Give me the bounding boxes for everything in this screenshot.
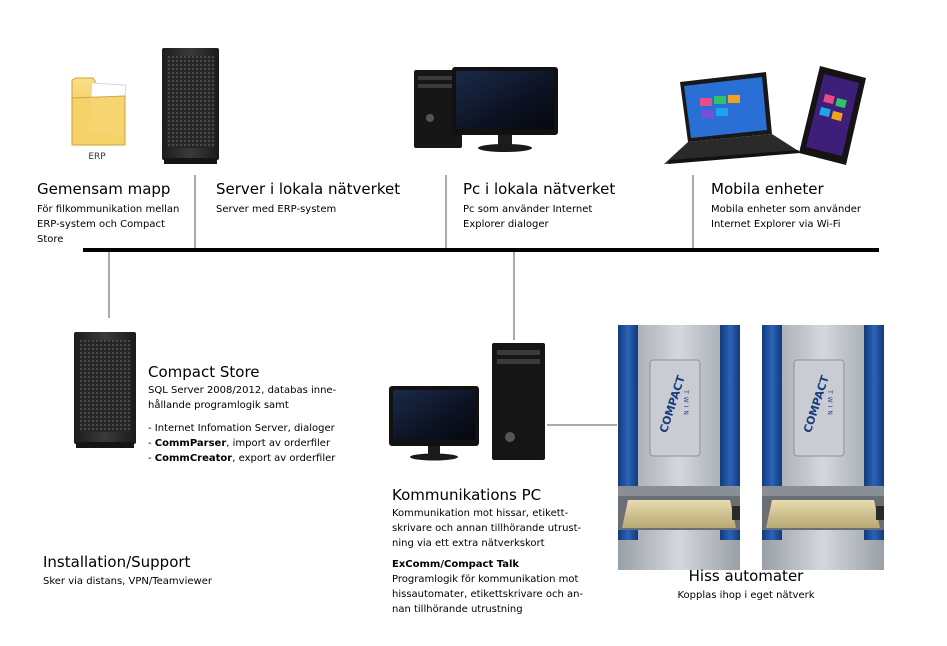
node-subtitle: ExComm/Compact Talk	[392, 559, 520, 570]
desc-line: SQL Server 2008/2012, databas inne-	[148, 385, 337, 396]
desc-line: Kopplas ihop i eget nätverk	[677, 590, 815, 601]
node-description: Server med ERP-system	[216, 202, 436, 217]
laptop-icon	[664, 72, 800, 164]
node-description: Mobila enheter som använder Internet Exp…	[711, 202, 911, 232]
folder-icon	[71, 77, 127, 146]
node-title: Mobila enheter	[711, 180, 824, 198]
node-description: För filkommunikation mellan ERP-system o…	[37, 202, 197, 247]
bullet-item: - Internet Infomation Server, dialoger	[148, 423, 335, 434]
desc-line: ning via ett extra nätverkskort	[392, 538, 545, 549]
tablet-icon	[799, 66, 866, 165]
node-description: SQL Server 2008/2012, databas inne- håll…	[148, 383, 378, 413]
node-title: Installation/Support	[43, 553, 191, 571]
node-installation: Installation/Support Sker via distans, V…	[43, 553, 283, 589]
lift-machine-icon: COMPACT TWIN	[618, 325, 740, 570]
node-description: Pc som använder Internet Explorer dialog…	[463, 202, 683, 232]
desc-line: Mobila enheter som använder	[711, 204, 862, 215]
node-title: Kommunikations PC	[392, 486, 542, 504]
desktop-pc-icon	[414, 67, 558, 152]
desc-line: Internet Explorer via Wi-Fi	[711, 219, 841, 230]
node-mobila: Mobila enheter Mobila enheter som använd…	[711, 180, 911, 232]
desc-line: För filkommunikation mellan	[37, 204, 180, 215]
desc-line: ERP-system och Compact	[37, 219, 165, 230]
desc-line: nan tillhörande utrustning	[392, 604, 523, 615]
desc-line: hissautomater, etikettskrivare och an-	[392, 589, 584, 600]
bullet-item: - CommCreator, export av orderfiler	[148, 453, 336, 464]
node-kommunikations-pc: Kommunikations PC Kommunikation mot hiss…	[392, 486, 617, 617]
node-description: Kommunikation mot hissar, etikett- skriv…	[392, 506, 617, 551]
node-description: Sker via distans, VPN/Teamviewer	[43, 574, 283, 589]
node-description: ExComm/Compact Talk Programlogik för kom…	[392, 557, 617, 617]
desc-line: Explorer dialoger	[463, 219, 549, 230]
bullet-list: - Internet Infomation Server, dialoger -…	[148, 421, 378, 466]
node-hiss: Hiss automater Kopplas ihop i eget nätve…	[641, 567, 851, 603]
desc-line: Store	[37, 234, 64, 245]
desc-line: Pc som använder Internet	[463, 204, 593, 215]
desc-line: Sker via distans, VPN/Teamviewer	[43, 576, 212, 587]
desc-line: Server med ERP-system	[216, 204, 337, 215]
node-compact-store: Compact Store SQL Server 2008/2012, data…	[148, 363, 378, 466]
desc-line: hållande programlogik samt	[148, 400, 289, 411]
node-description: Kopplas ihop i eget nätverk	[641, 588, 851, 603]
server-tower-icon	[162, 48, 219, 164]
node-title: Server i lokala nätverket	[216, 180, 401, 198]
folder-caption: ERP	[88, 152, 106, 162]
lift-model-label: TWIN	[826, 389, 833, 418]
node-title: Hiss automater	[688, 567, 804, 585]
desc-line: Programlogik för kommunikation mot	[392, 574, 579, 585]
desc-line: Kommunikation mot hissar, etikett-	[392, 508, 569, 519]
lift-model-label: TWIN	[682, 389, 689, 418]
communication-pc-icon	[389, 343, 545, 461]
node-gemensam-mapp: Gemensam mapp För filkommunikation mella…	[37, 180, 197, 247]
lift-machine-icon: COMPACT TWIN	[762, 325, 884, 570]
node-title: Pc i lokala nätverket	[463, 180, 616, 198]
node-pc-lokal: Pc i lokala nätverket Pc som använder In…	[463, 180, 683, 232]
bullet-item: - CommParser, import av orderfiler	[148, 438, 331, 449]
desc-line: skrivare och annan tillhörande utrust-	[392, 523, 582, 534]
network-lines	[83, 175, 879, 426]
compact-store-server-icon	[74, 332, 136, 448]
node-title: Compact Store	[148, 363, 260, 381]
node-title: Gemensam mapp	[37, 180, 171, 198]
node-server-lokal: Server i lokala nätverket Server med ERP…	[216, 180, 436, 217]
